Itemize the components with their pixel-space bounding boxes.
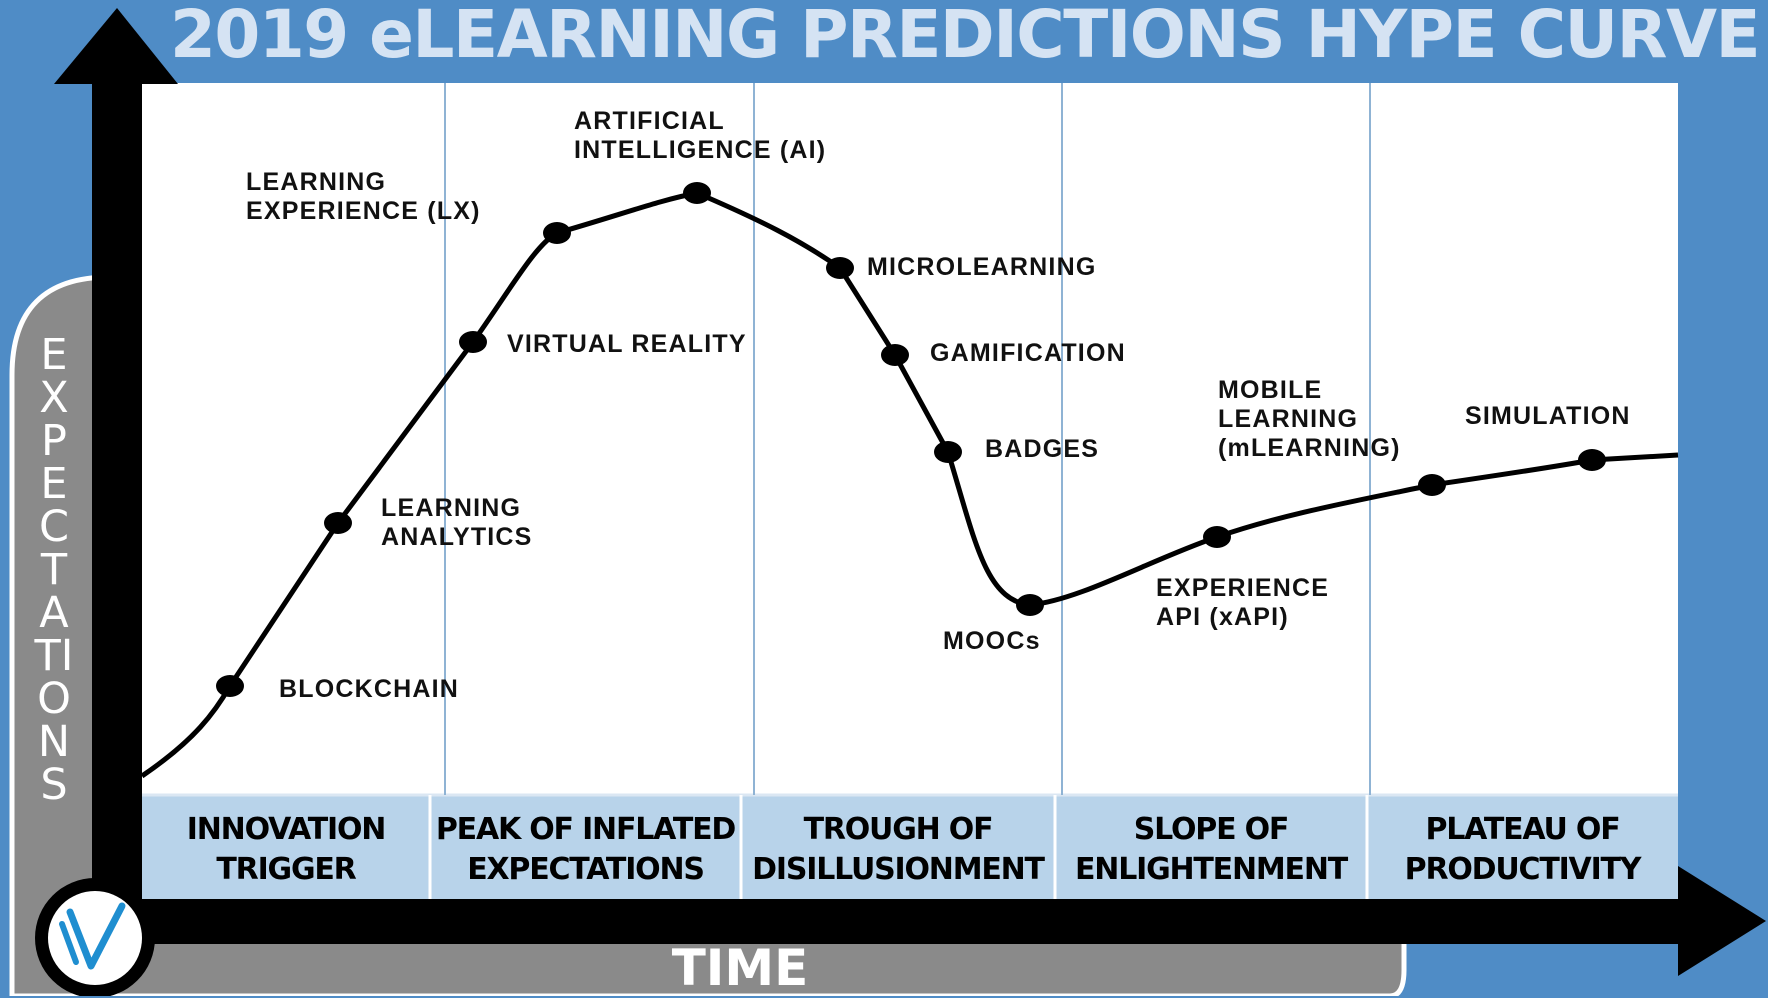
phase-plateau-of-productivity: PLATEAU OF PRODUCTIVITY — [1404, 812, 1642, 887]
point-marker-mobile-learning — [1418, 474, 1446, 496]
phase-trough-of-disillusionment: TROUGH OF DISILLUSIONMENT — [752, 812, 1045, 887]
point-marker-simulation — [1578, 449, 1606, 471]
point-label-virtual-reality: VIRTUAL REALITY — [507, 330, 747, 358]
point-label-learning-experience: LEARNING EXPERIENCE (LX) — [246, 168, 481, 225]
point-label-learning-analytics: LEARNING ANALYTICS — [381, 494, 533, 551]
phase-slope-of-enlightenment: SLOPE OF ENLIGHTENMENT — [1075, 812, 1348, 887]
point-marker-virtual-reality — [459, 331, 487, 353]
point-marker-learning-analytics — [324, 512, 352, 534]
phase-band-separators — [428, 795, 1369, 899]
hype-curve-line — [140, 190, 1679, 779]
y-axis-arrowhead — [54, 8, 178, 84]
point-label-microlearning: MICROLEARNING — [867, 253, 1097, 281]
phase-dividers — [444, 83, 1371, 795]
point-label-artificial-intelligence: ARTIFICIAL INTELLIGENCE (AI) — [574, 107, 827, 164]
point-label-blockchain: BLOCKCHAIN — [279, 675, 460, 703]
point-marker-gamification — [881, 344, 909, 366]
point-label-badges: BADGES — [985, 435, 1100, 463]
x-axis-label: TIME — [671, 939, 809, 997]
y-axis — [92, 78, 142, 938]
point-marker-learning-experience — [543, 222, 571, 244]
y-axis-label: EXPECTATIONS — [34, 330, 74, 810]
phase-innovation-trigger: INNOVATION TRIGGER — [186, 812, 387, 887]
point-marker-microlearning — [826, 257, 854, 279]
phase-peak-of-inflated-expectations: PEAK OF INFLATED EXPECTATIONS — [435, 812, 736, 887]
point-marker-badges — [934, 441, 962, 463]
point-label-gamification: GAMIFICATION — [930, 339, 1126, 367]
point-marker-artificial-intelligence — [683, 182, 711, 204]
point-label-mobile-learning: MOBILE LEARNING (mLEARNING) — [1218, 376, 1401, 462]
phase-band — [142, 795, 1678, 899]
point-marker-blockchain — [216, 675, 244, 697]
point-label-moocs: MOOCs — [943, 627, 1041, 655]
point-marker-moocs — [1016, 594, 1044, 616]
x-axis-arrowhead — [1678, 866, 1766, 976]
point-label-simulation: SIMULATION — [1465, 402, 1631, 430]
point-label-experience-api: EXPERIENCE API (xAPI) — [1156, 574, 1330, 631]
x-axis — [92, 899, 1682, 944]
diagram-title: 2019 eLEARNING PREDICTIONS HYPE CURVE — [170, 0, 1761, 73]
point-marker-experience-api — [1203, 526, 1231, 548]
